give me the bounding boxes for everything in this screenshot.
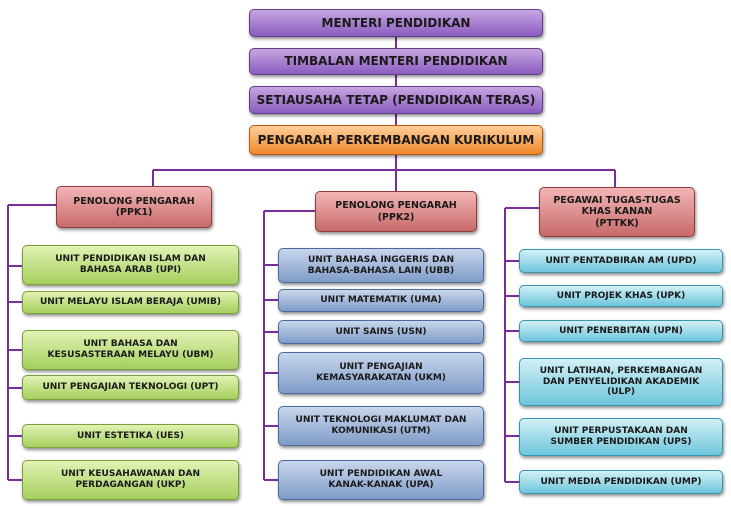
unit-ulp-box: UNIT LATIHAN, PERKEMBANGAN DAN PENYELIDI… [519,358,723,406]
unit-usn-line1: UNIT SAINS (USN) [335,326,427,337]
unit-upt-line1: UNIT PENGAJIAN TEKNOLOGI (UPT) [42,382,219,393]
unit-upa-line2: KANAK-KANAK (UPA) [328,480,434,490]
unit-upa-line1: UNIT PENDIDIKAN AWAL [319,469,443,480]
unit-utm-box: UNIT TEKNOLOGI MAKLUMAT DAN KOMUNIKASI (… [278,406,484,446]
unit-ubb-line2: BAHASA-BAHASA LAIN (UBB) [307,265,455,276]
unit-upk-line1: UNIT PROJEK KHAS (UPK) [556,290,686,301]
head-pttkk-box: PEGAWAI TUGAS-TUGAS KHAS KANAN (PTTKK) [539,187,695,237]
unit-utm-line1: UNIT TEKNOLOGI MAKLUMAT DAN [295,415,467,426]
pengarah-kurikulum-box: PENGARAH PERKEMBANGAN KURIKULUM [249,125,543,155]
unit-ukp-box: UNIT KEUSAHAWANAN DAN PERDAGANGAN (UKP) [22,460,239,500]
head-pttkk-code: (PTTKK) [595,217,639,229]
head-ppk1-title: PENOLONG PENGARAH [73,195,195,207]
unit-ukm-line1: UNIT PENGAJIAN [339,362,423,373]
unit-ups-line1: UNIT PERPUSTAKAAN DAN [554,426,688,437]
unit-ulp-line1: UNIT LATIHAN, PERKEMBANGAN [539,365,703,376]
head-pttkk-title: PEGAWAI TUGAS-TUGAS [553,194,681,206]
head-ppk1-code: (PPK1) [115,207,153,218]
setiausaha-tetap-box: SETIAUSAHA TETAP (PENDIDIKAN TERAS) [249,86,543,114]
unit-ulp-line2: DAN PENYELIDIKAN AKADEMIK [542,376,700,387]
unit-upn-box: UNIT PENERBITAN (UPN) [519,320,723,342]
unit-uma-line1: UNIT MATEMATIK (UMA) [320,295,442,306]
unit-upd-line1: UNIT PENTADBIRAN AM (UPD) [545,255,697,266]
menteri-pendidikan-box: MENTERI PENDIDIKAN [249,9,543,37]
unit-utm-line2: KOMUNIKASI (UTM) [331,426,431,436]
unit-ups-box: UNIT PERPUSTAKAAN DAN SUMBER PENDIDIKAN … [519,418,723,456]
unit-umib-line1: UNIT MELAYU ISLAM BERAJA (UMIB) [39,297,222,308]
unit-ukm-box: UNIT PENGAJIAN KEMASYARAKATAN (UKM) [278,352,484,394]
unit-upn-line1: UNIT PENERBITAN (UPN) [559,325,683,336]
unit-upt-box: UNIT PENGAJIAN TEKNOLOGI (UPT) [22,375,239,400]
head-ppk2-title: PENOLONG PENGARAH [335,200,457,212]
head-ppk2-box: PENOLONG PENGARAH (PPK2) [315,191,477,232]
pengarah-kurikulum-label: PENGARAH PERKEMBANGAN KURIKULUM [257,132,535,147]
unit-upi-line1: UNIT PENDIDIKAN ISLAM DAN [55,254,206,265]
setiausaha-tetap-label: SETIAUSAHA TETAP (PENDIDIKAN TERAS) [256,92,536,107]
unit-ukm-line2: KEMASYARAKATAN (UKM) [316,373,446,383]
unit-ulp-line3: (ULP) [607,387,635,398]
menteri-pendidikan-label: MENTERI PENDIDIKAN [321,15,471,30]
unit-usn-box: UNIT SAINS (USN) [278,320,484,344]
unit-upa-box: UNIT PENDIDIKAN AWAL KANAK-KANAK (UPA) [278,460,484,500]
unit-upk-box: UNIT PROJEK KHAS (UPK) [519,285,723,307]
unit-ues-box: UNIT ESTETIKA (UES) [22,424,239,448]
unit-ubm-line2: KESUSASTERAAN MELAYU (UBM) [47,350,214,360]
unit-ump-box: UNIT MEDIA PENDIDIKAN (UMP) [519,470,723,494]
unit-ups-line2: SUMBER PENDIDIKAN (UPS) [550,437,692,447]
head-ppk2-code: (PPK2) [377,211,415,223]
unit-ubb-box: UNIT BAHASA INGGERIS DAN BAHASA-BAHASA L… [278,248,484,283]
timbalan-menteri-label: TIMBALAN MENTERI PENDIDIKAN [284,54,508,69]
head-ppk1-box: PENOLONG PENGARAH (PPK1) [56,186,212,228]
unit-uma-box: UNIT MATEMATIK (UMA) [278,289,484,312]
unit-upi-line2: BAHASA ARAB (UPI) [79,265,182,275]
unit-ump-line1: UNIT MEDIA PENDIDIKAN (UMP) [540,476,702,487]
unit-umib-box: UNIT MELAYU ISLAM BERAJA (UMIB) [22,291,239,314]
unit-ubm-box: UNIT BAHASA DAN KESUSASTERAAN MELAYU (UB… [22,330,239,370]
unit-ukp-line2: PERDAGANGAN (UKP) [75,480,186,490]
unit-upi-box: UNIT PENDIDIKAN ISLAM DAN BAHASA ARAB (U… [22,245,239,285]
unit-ukp-line1: UNIT KEUSAHAWANAN DAN [60,469,201,480]
head-pttkk-title-2: KHAS KANAN [581,206,653,218]
unit-upd-box: UNIT PENTADBIRAN AM (UPD) [519,249,723,273]
unit-ubm-line1: UNIT BAHASA DAN [83,339,178,350]
unit-ues-line1: UNIT ESTETIKA (UES) [76,430,185,441]
unit-ubb-line1: UNIT BAHASA INGGERIS DAN [307,254,455,265]
timbalan-menteri-box: TIMBALAN MENTERI PENDIDIKAN [249,48,543,75]
